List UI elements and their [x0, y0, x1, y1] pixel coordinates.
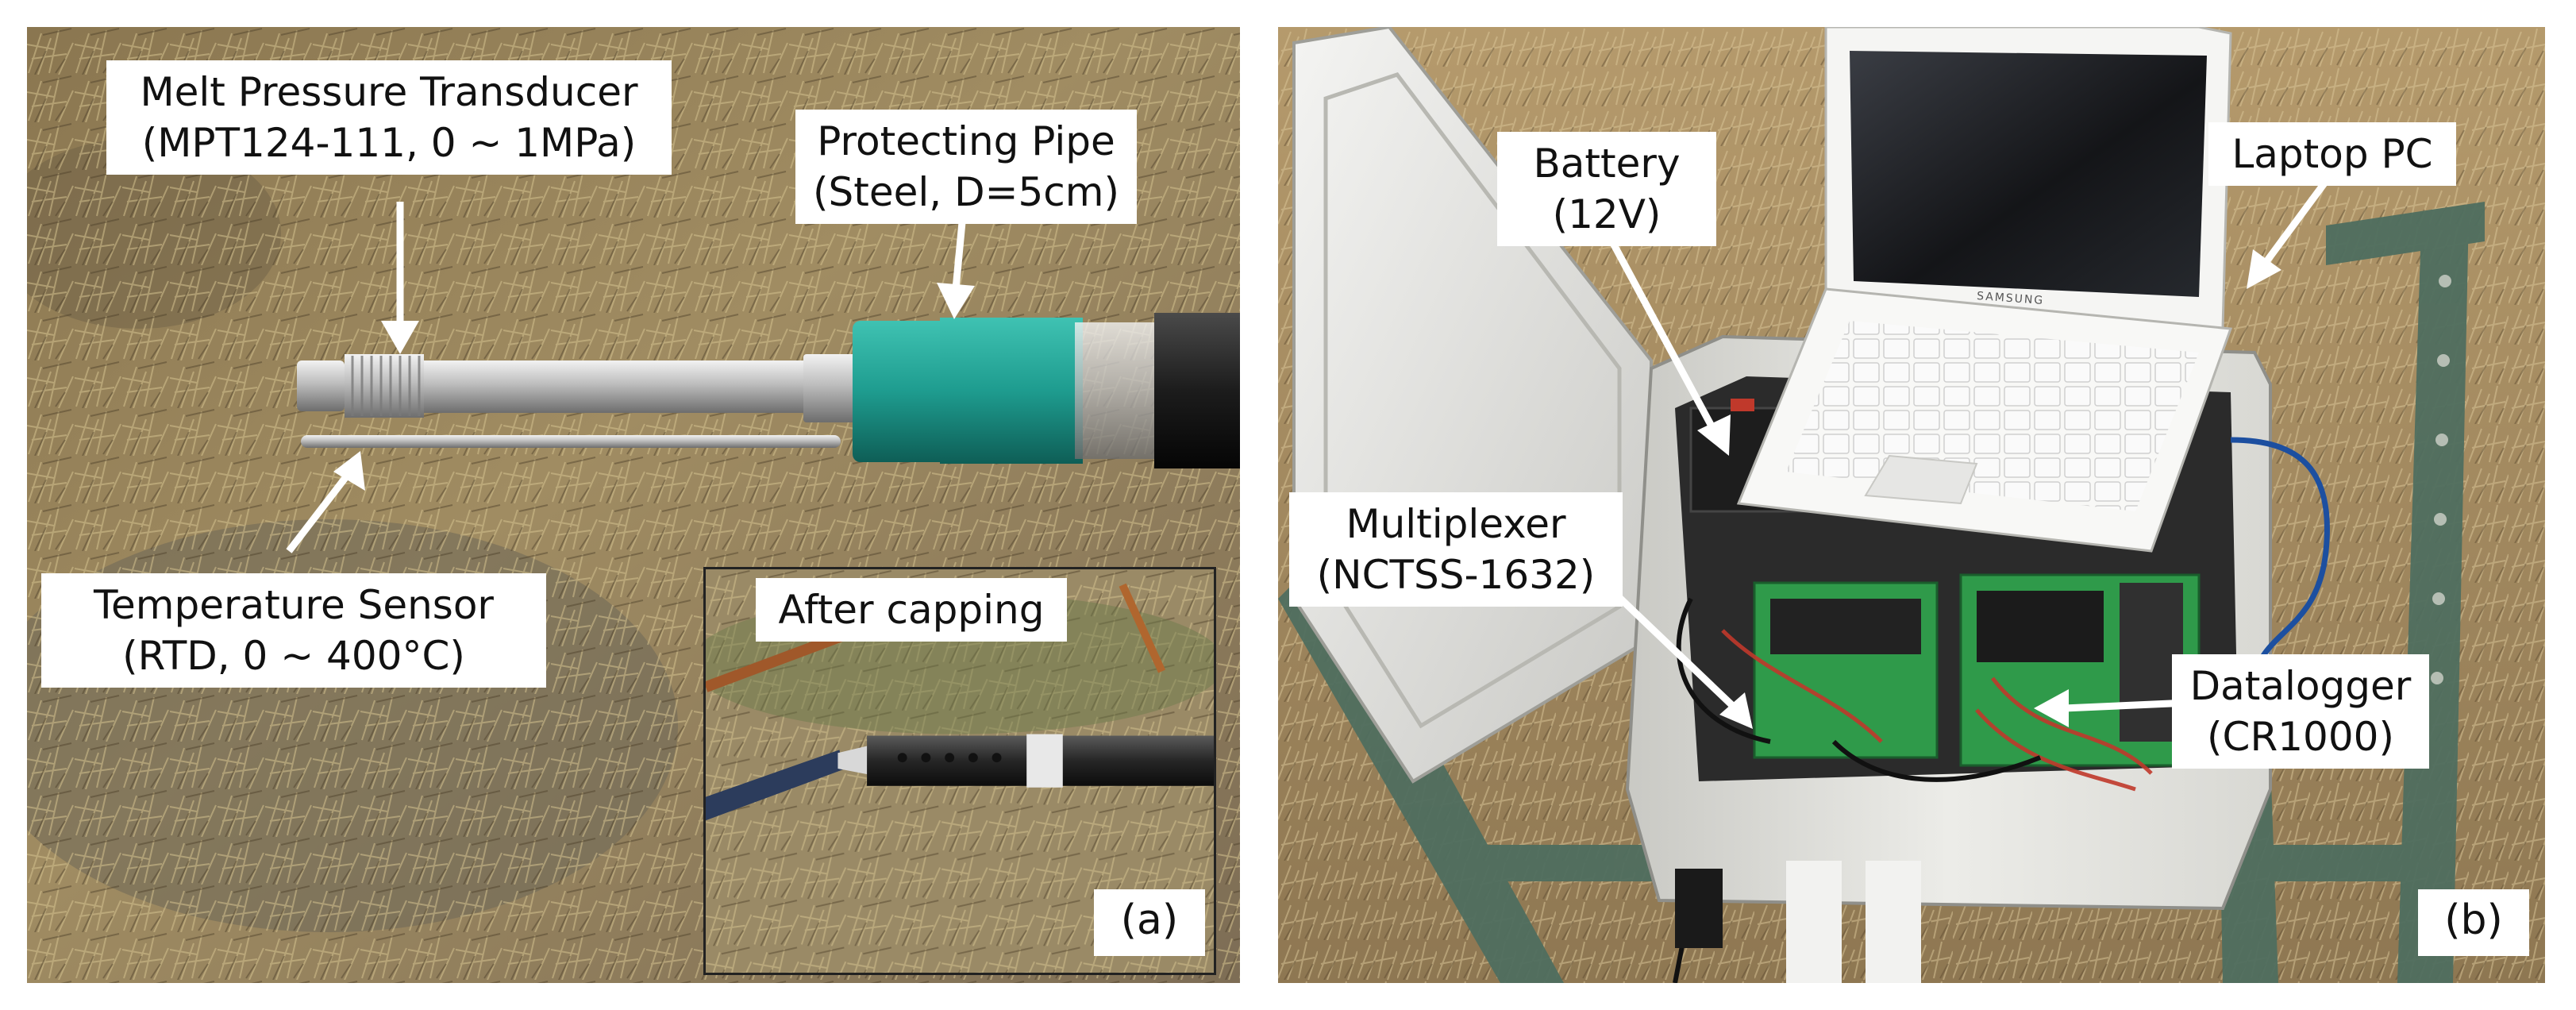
- multiplexer-label-name: Multiplexer: [1346, 501, 1566, 547]
- datalogger-label-spec: (CR1000): [2207, 714, 2394, 760]
- pipe-label: Protecting Pipe (Steel, D=5cm): [795, 110, 1137, 224]
- battery-label-spec: (12V): [1552, 191, 1662, 237]
- temperature-label-name: Temperature Sensor: [93, 582, 494, 628]
- transducer-thread: [345, 354, 424, 418]
- transducer-label-spec: (MPT124-111, 0 ~ 1MPa): [141, 120, 637, 166]
- temperature-sensor-label: Temperature Sensor (RTD, 0 ~ 400°C): [41, 573, 546, 688]
- multiplexer-label: Multiplexer (NCTSS-1632): [1289, 492, 1623, 607]
- battery-label-name: Battery: [1533, 141, 1681, 187]
- transducer-label: Melt Pressure Transducer (MPT124-111, 0 …: [106, 60, 672, 175]
- datalogger-photo-scene: [1278, 27, 2545, 983]
- after-capping-title: After capping: [778, 587, 1045, 633]
- panel-b-tag: (b): [2418, 889, 2529, 956]
- panel-b-photo: SAMSUNG Battery (12V) Laptop PC Multiple…: [1278, 27, 2545, 983]
- panel-a-tag: (a): [1094, 889, 1205, 956]
- laptop-label-name: Laptop PC: [2231, 131, 2433, 177]
- temperature-label-spec: (RTD, 0 ~ 400°C): [122, 633, 465, 679]
- laptop-label: Laptop PC: [2208, 122, 2456, 186]
- after-capping-label: After capping: [756, 578, 1067, 642]
- datalogger-label: Datalogger (CR1000): [2172, 654, 2429, 769]
- battery-label: Battery (12V): [1497, 132, 1716, 246]
- pipe-label-spec: (Steel, D=5cm): [813, 169, 1119, 215]
- datalogger-label-name: Datalogger: [2189, 663, 2412, 709]
- multiplexer-label-spec: (NCTSS-1632): [1316, 552, 1596, 598]
- laptop-screen: [1850, 51, 2207, 297]
- temperature-sensor-rod: [301, 435, 841, 448]
- transducer-tip: [297, 360, 345, 411]
- transducer-label-name: Melt Pressure Transducer: [140, 69, 638, 115]
- pipe-teal-tape: [940, 318, 1083, 464]
- transducer-nut: [803, 354, 867, 422]
- black-pipe: [1154, 313, 1240, 468]
- pipe-label-name: Protecting Pipe: [817, 118, 1115, 164]
- transducer-stem: [424, 360, 805, 413]
- laptop-pc: [1736, 27, 2233, 553]
- panel-a-photo: Melt Pressure Transducer (MPT124-111, 0 …: [27, 27, 1240, 983]
